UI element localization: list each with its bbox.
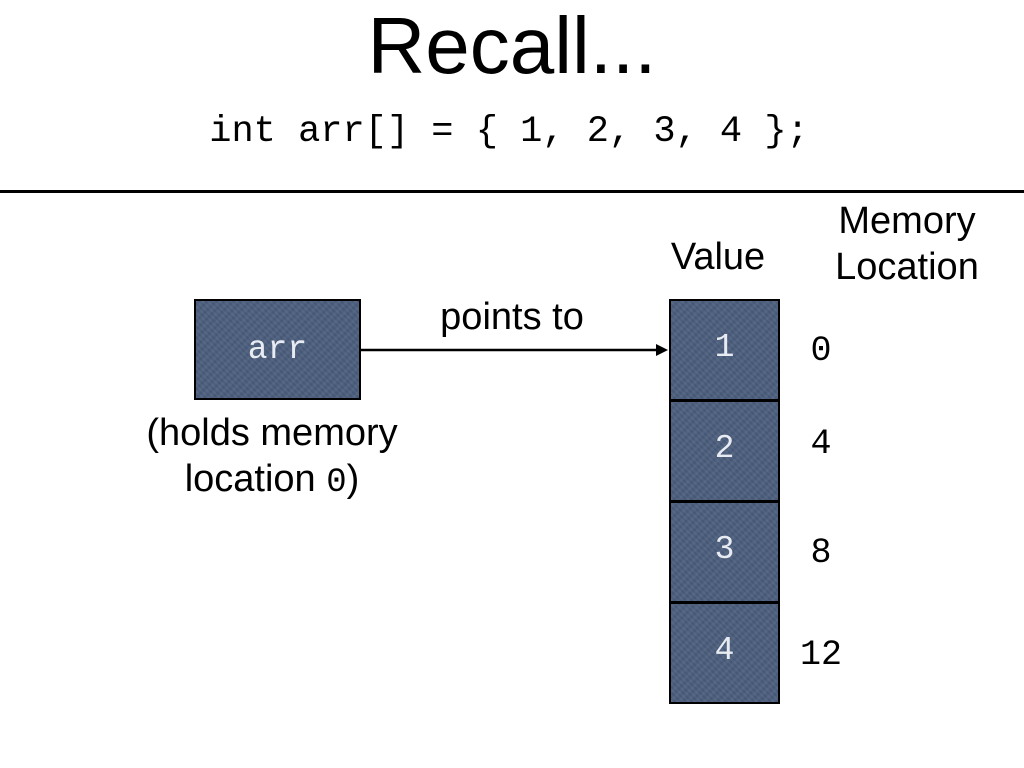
divider-line bbox=[0, 190, 1024, 193]
memory-address: 0 bbox=[810, 331, 832, 371]
memory-location-header: Memory Location bbox=[812, 198, 1002, 290]
pointer-caption-value: 0 bbox=[326, 464, 347, 502]
memory-address: 4 bbox=[810, 424, 832, 464]
memory-address: 12 bbox=[799, 635, 842, 675]
array-cell: 3 bbox=[669, 501, 780, 603]
pointer-caption-line1: (holds memory bbox=[146, 412, 398, 454]
pointer-caption-suffix: ) bbox=[346, 458, 360, 500]
pointer-caption-line2: location 0) bbox=[112, 456, 432, 506]
memory-location-header-line1: Memory bbox=[838, 200, 976, 242]
array-cell-value: 1 bbox=[714, 328, 735, 366]
pointer-box: arr bbox=[194, 299, 361, 400]
array-cell: 1 bbox=[669, 299, 780, 401]
array-cell: 4 bbox=[669, 602, 780, 704]
array-cell-value: 3 bbox=[714, 530, 735, 568]
memory-location-header-line2: Location bbox=[835, 246, 979, 288]
arrow-label: points to bbox=[440, 296, 584, 338]
pointer-caption-prefix: location bbox=[184, 458, 327, 500]
value-header: Value bbox=[670, 236, 766, 278]
pointer-caption: (holds memory location 0) bbox=[112, 410, 432, 506]
pointer-box-label: arr bbox=[247, 331, 308, 368]
memory-address: 8 bbox=[810, 533, 832, 573]
code-declaration: int arr[] = { 1, 2, 3, 4 }; bbox=[209, 111, 809, 153]
array-cell-value: 2 bbox=[714, 429, 735, 467]
array-cell-value: 4 bbox=[714, 631, 735, 669]
slide-title: Recall... bbox=[367, 1, 657, 90]
arrow-head bbox=[656, 344, 668, 356]
array-cell: 2 bbox=[669, 400, 780, 502]
